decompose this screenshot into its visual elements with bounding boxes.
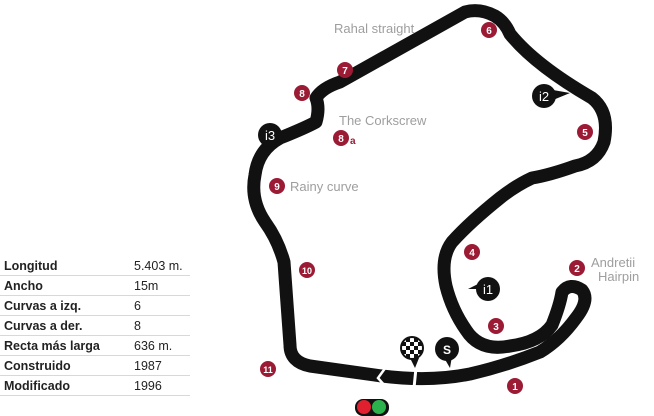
- start-finish-line: [412, 367, 418, 389]
- stat-label: Construido: [0, 355, 126, 376]
- label-andretti-2: Hairpin: [598, 269, 639, 284]
- intermediate-label: i1: [483, 282, 493, 297]
- start-marker-callout: S: [435, 337, 459, 368]
- turn-number: 6: [486, 26, 492, 37]
- turn-number: 8: [299, 89, 305, 100]
- turn-number: 9: [274, 182, 280, 193]
- stat-label: Ancho: [0, 275, 126, 296]
- turn-marker-5: 5: [577, 124, 593, 140]
- turn-marker-11: 11: [260, 361, 276, 377]
- stat-value: 636 m.: [126, 335, 190, 356]
- turn-number: 8: [338, 134, 344, 145]
- stat-label: Modificado: [0, 375, 126, 396]
- intermediate-i2-callout: i2: [532, 84, 570, 108]
- intermediate-i1-callout: i1: [468, 277, 500, 301]
- stat-label: Recta más larga: [0, 335, 126, 356]
- turn-marker-6: 6: [481, 22, 497, 38]
- turn-marker-3: 3: [488, 318, 504, 334]
- intermediate-label: i3: [265, 128, 275, 143]
- track-path: [247, 4, 612, 386]
- turn-marker-9: 9: [269, 178, 285, 194]
- turn-number: 3: [493, 322, 499, 333]
- turn-marker-10: 10: [299, 262, 315, 278]
- turn-number: 5: [582, 128, 588, 139]
- turn-marker-7: 7: [337, 62, 353, 78]
- turn-marker-2: 2: [569, 260, 585, 276]
- intermediate-label: i2: [539, 89, 549, 104]
- table-row: Curvas a der.8: [0, 315, 190, 336]
- checkered-flag-icon: [400, 336, 424, 368]
- stat-value: 1996: [126, 375, 190, 396]
- stat-label: Curvas a der.: [0, 315, 126, 336]
- table-row: Curvas a izq.6: [0, 295, 190, 316]
- sector-line: [376, 366, 388, 388]
- turn-marker-8a: 8 a: [333, 130, 356, 147]
- turn-number: 7: [342, 66, 348, 77]
- label-rainy-curve: Rainy curve: [290, 179, 359, 194]
- stat-value: 1987: [126, 355, 190, 376]
- turn-number: 11: [263, 365, 273, 375]
- label-rahal-straight: Rahal straight: [334, 21, 415, 36]
- stat-value: 6: [126, 295, 190, 316]
- turn-number: 2: [574, 264, 580, 275]
- stat-value: 8: [126, 315, 190, 336]
- turn-marker-1: 1: [507, 378, 523, 394]
- label-corkscrew: The Corkscrew: [339, 113, 427, 128]
- start-lights-icon: [355, 399, 389, 416]
- start-marker-label: S: [443, 343, 451, 357]
- stat-value: 15m: [126, 275, 190, 296]
- turn-suffix: a: [350, 136, 356, 147]
- label-andretti-1: Andretii: [591, 255, 635, 270]
- turn-number: 10: [302, 266, 312, 276]
- turn-marker-4: 4: [464, 244, 480, 260]
- turn-marker-8: 8: [294, 85, 310, 101]
- stat-label: Longitud: [0, 256, 126, 276]
- intermediate-i3-callout: i3: [258, 123, 295, 147]
- turn-number: 4: [469, 248, 475, 259]
- turn-number: 1: [512, 382, 518, 393]
- stat-value: 5.403 m.: [126, 256, 190, 276]
- stat-label: Curvas a izq.: [0, 295, 126, 316]
